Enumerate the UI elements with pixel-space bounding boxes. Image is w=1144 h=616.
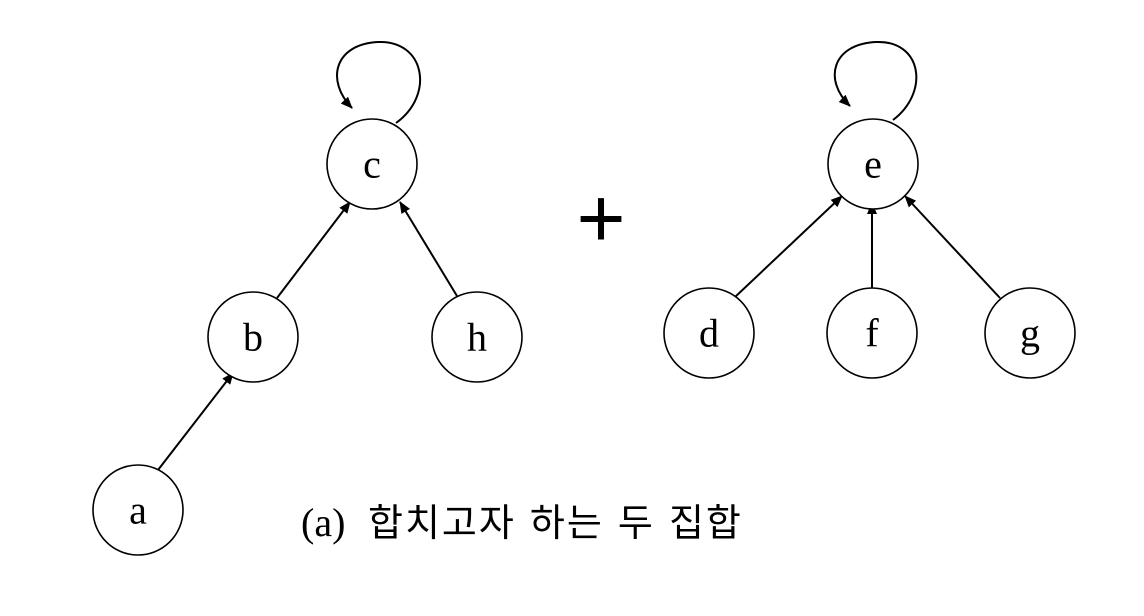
- node-f: f: [826, 287, 918, 379]
- node-d-label: d: [699, 311, 719, 356]
- node-b-label: b: [243, 315, 263, 360]
- node-c: c: [326, 118, 418, 210]
- node-e: e: [827, 118, 919, 210]
- node-g: g: [984, 287, 1076, 379]
- node-c-label: c: [363, 142, 381, 187]
- node-h-label: h: [467, 315, 487, 360]
- left-tree-edges: [157, 40, 458, 471]
- edge-b-to-c: [276, 201, 351, 299]
- caption-prefix: (a): [301, 500, 345, 545]
- caption: (a) 합치고자 하는 두 집합: [301, 500, 743, 545]
- plus-operator: +: [576, 171, 625, 265]
- node-h: h: [431, 291, 523, 383]
- edge-h-to-c: [399, 201, 458, 297]
- edge-g-to-e: [904, 195, 1001, 299]
- node-e-label: e: [864, 142, 882, 187]
- node-a: a: [92, 464, 184, 556]
- node-a-label: a: [129, 488, 147, 533]
- self-loop-e: [833, 40, 918, 121]
- node-d: d: [663, 287, 755, 379]
- edge-a-to-b: [157, 372, 234, 471]
- right-tree-edges: [734, 40, 1001, 299]
- node-g-label: g: [1020, 311, 1040, 356]
- self-loop-c: [336, 40, 421, 124]
- node-b: b: [207, 291, 299, 383]
- caption-text: 합치고자 하는 두 집합: [368, 501, 743, 545]
- node-f-label: f: [865, 311, 879, 356]
- edge-d-to-e: [734, 195, 843, 298]
